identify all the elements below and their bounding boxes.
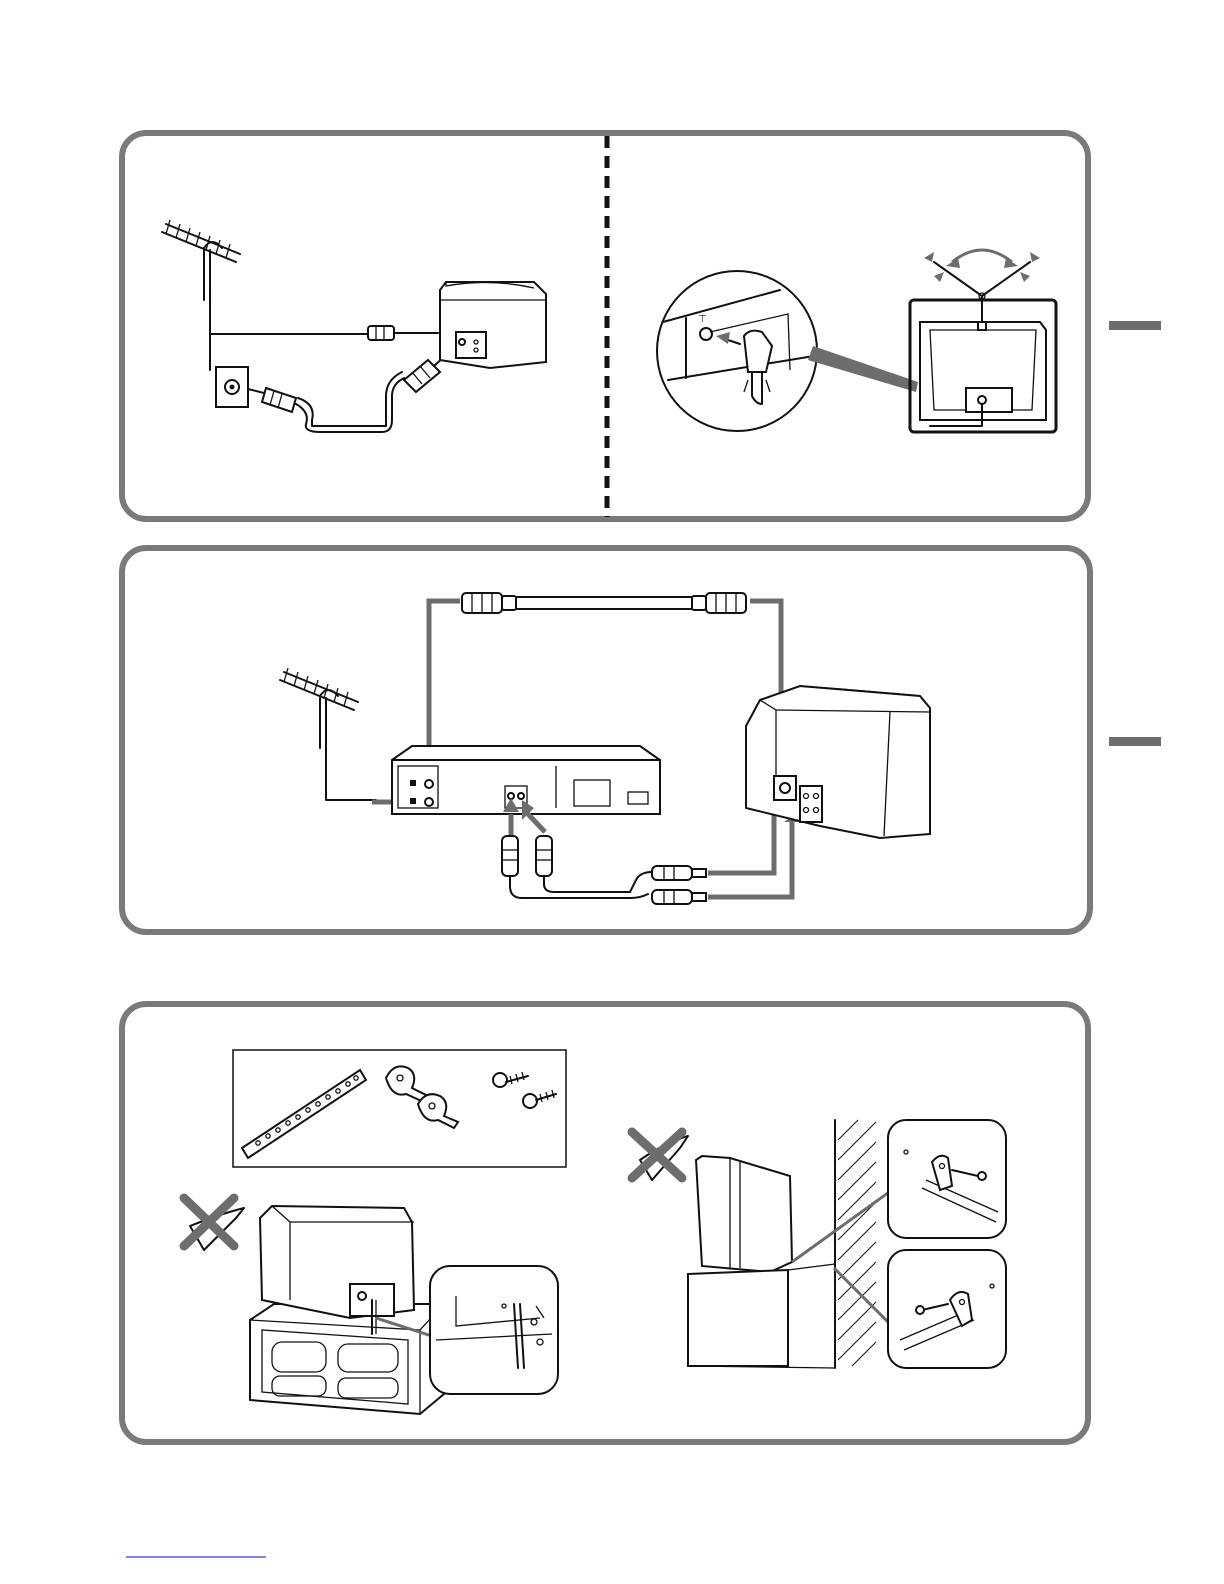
prohibited-cross-icon <box>632 1132 688 1180</box>
coaxial-plug-icon <box>368 326 438 340</box>
svg-text:⊤: ⊤ <box>698 314 707 325</box>
magnify-pointer <box>808 346 918 392</box>
detail-pointer-lower <box>834 1268 892 1326</box>
prohibited-cross-icon <box>184 1198 244 1250</box>
coaxial-plug-icon <box>462 593 746 613</box>
wall-outlet-icon <box>216 367 268 407</box>
antenna-cable <box>210 296 370 334</box>
antenna-adaptor-icon: ⊤ <box>657 271 817 431</box>
antenna-cable <box>326 744 376 800</box>
rca-plug-icon <box>502 836 652 898</box>
detail-pointer-upper <box>792 1190 892 1262</box>
tv-side-icon <box>688 1156 835 1368</box>
screw-icon <box>493 1072 556 1108</box>
tv-rear-icon <box>746 686 930 838</box>
tv-rear-icon <box>440 282 546 368</box>
wall-hatch <box>835 1120 876 1368</box>
arrow-tv-video-in <box>708 810 774 873</box>
stand-detail-callout <box>430 1266 558 1394</box>
wall-detail-callout-lower <box>888 1250 1006 1368</box>
rabbit-ear-antenna-icon <box>910 250 1056 432</box>
belt-icon <box>242 1070 366 1158</box>
tab-marker <box>1109 737 1161 746</box>
coaxial-plug-icon <box>262 346 456 432</box>
rca-plug-icon <box>652 866 706 904</box>
outdoor-antenna-icon <box>162 220 240 300</box>
tab-marker <box>1109 321 1161 330</box>
arrow-tv-audio-in <box>708 818 792 897</box>
wall-detail-callout-upper <box>888 1120 1006 1238</box>
arrow-vcr-video-out <box>528 814 545 832</box>
outdoor-antenna-icon <box>280 668 358 748</box>
tv-stand-icon <box>250 1304 444 1414</box>
clamp-icon <box>386 1066 458 1128</box>
arrow-to-vcr-out <box>429 601 460 770</box>
